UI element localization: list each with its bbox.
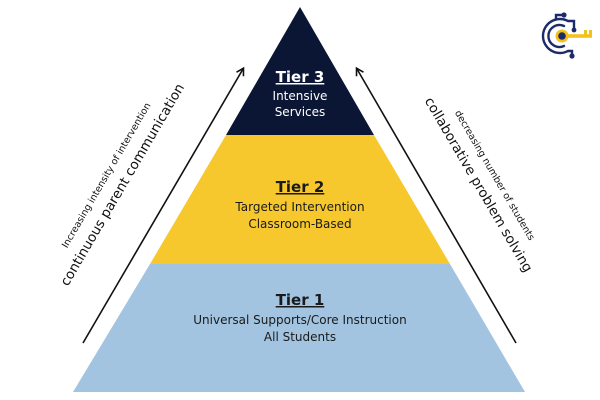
tier-2-line-2: Classroom-Based [248, 217, 351, 231]
decreasing-arrow-icon [355, 66, 517, 344]
tier-3-band [226, 7, 374, 135]
tier-2-band [150, 135, 450, 264]
tier-2-line-1: Targeted Intervention [234, 200, 364, 214]
tier-3-line-1: Intensive [273, 89, 328, 103]
tier-2-title: Tier 2 [276, 178, 325, 196]
increasing-arrow-icon [82, 66, 245, 344]
tier-1-line-1: Universal Supports/Core Instruction [193, 313, 406, 327]
tier-1-line-2: All Students [264, 330, 336, 344]
tier-3-title: Tier 3 [276, 68, 325, 86]
tier-3-line-2: Services [275, 105, 326, 119]
key-circuit-logo-icon [541, 12, 592, 59]
tier-1-band [73, 264, 525, 392]
tier-1-title: Tier 1 [276, 291, 325, 309]
